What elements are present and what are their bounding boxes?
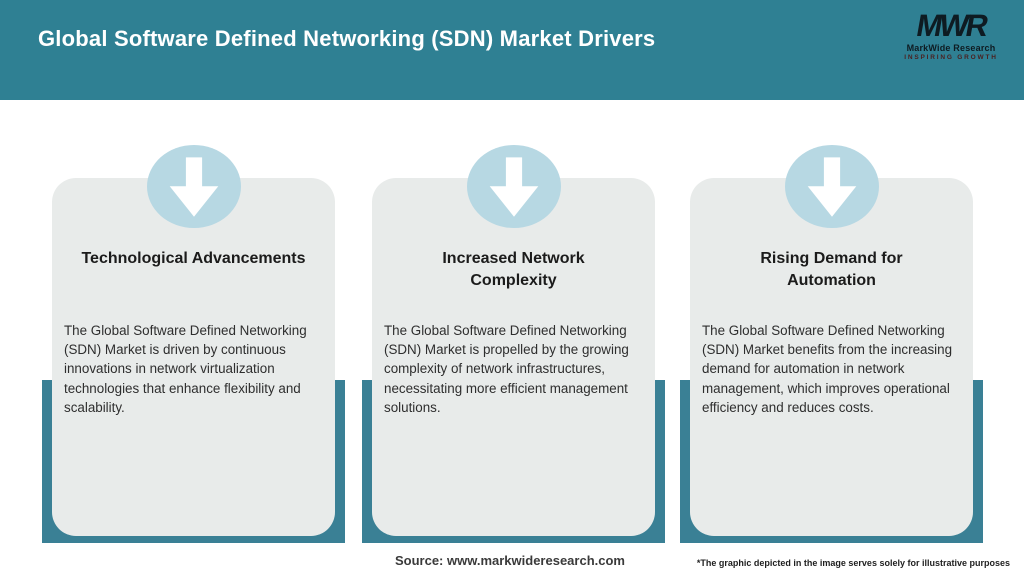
logo-company-name: MarkWide Research [906, 43, 996, 53]
driver-card-group: Technological Advancements The Global So… [42, 0, 345, 576]
driver-card-group: Rising Demand for Automation The Global … [680, 0, 983, 576]
card-title: Increased Network Complexity [442, 250, 585, 289]
card-description: The Global Software Defined Networking (… [384, 323, 629, 415]
logo-tagline: INSPIRING GROWTH [904, 54, 998, 61]
markwide-logo: MWR MarkWide Research INSPIRING GROWTH [892, 8, 1010, 61]
source-text: Source: www.markwideresearch.com [394, 553, 625, 568]
driver-card: Increased Network Complexity The Global … [372, 178, 655, 536]
driver-card: Technological Advancements The Global So… [52, 178, 335, 536]
header-band: Global Software Defined Networking (SDN)… [0, 0, 1024, 100]
disclaimer-text: *The graphic depicted in the image serve… [696, 558, 1010, 568]
down-arrow-icon [784, 145, 879, 228]
down-arrow-icon [466, 145, 561, 228]
card-description: The Global Software Defined Networking (… [702, 323, 953, 415]
card-title: Rising Demand for Automation [760, 250, 903, 289]
driver-card-group: Increased Network Complexity The Global … [362, 0, 665, 576]
card-description: The Global Software Defined Networking (… [64, 323, 307, 415]
down-arrow-icon [146, 145, 241, 228]
card-title: Technological Advancements [81, 250, 306, 267]
driver-card: Rising Demand for Automation The Global … [690, 178, 973, 536]
page-title: Global Software Defined Networking (SDN)… [38, 26, 656, 51]
